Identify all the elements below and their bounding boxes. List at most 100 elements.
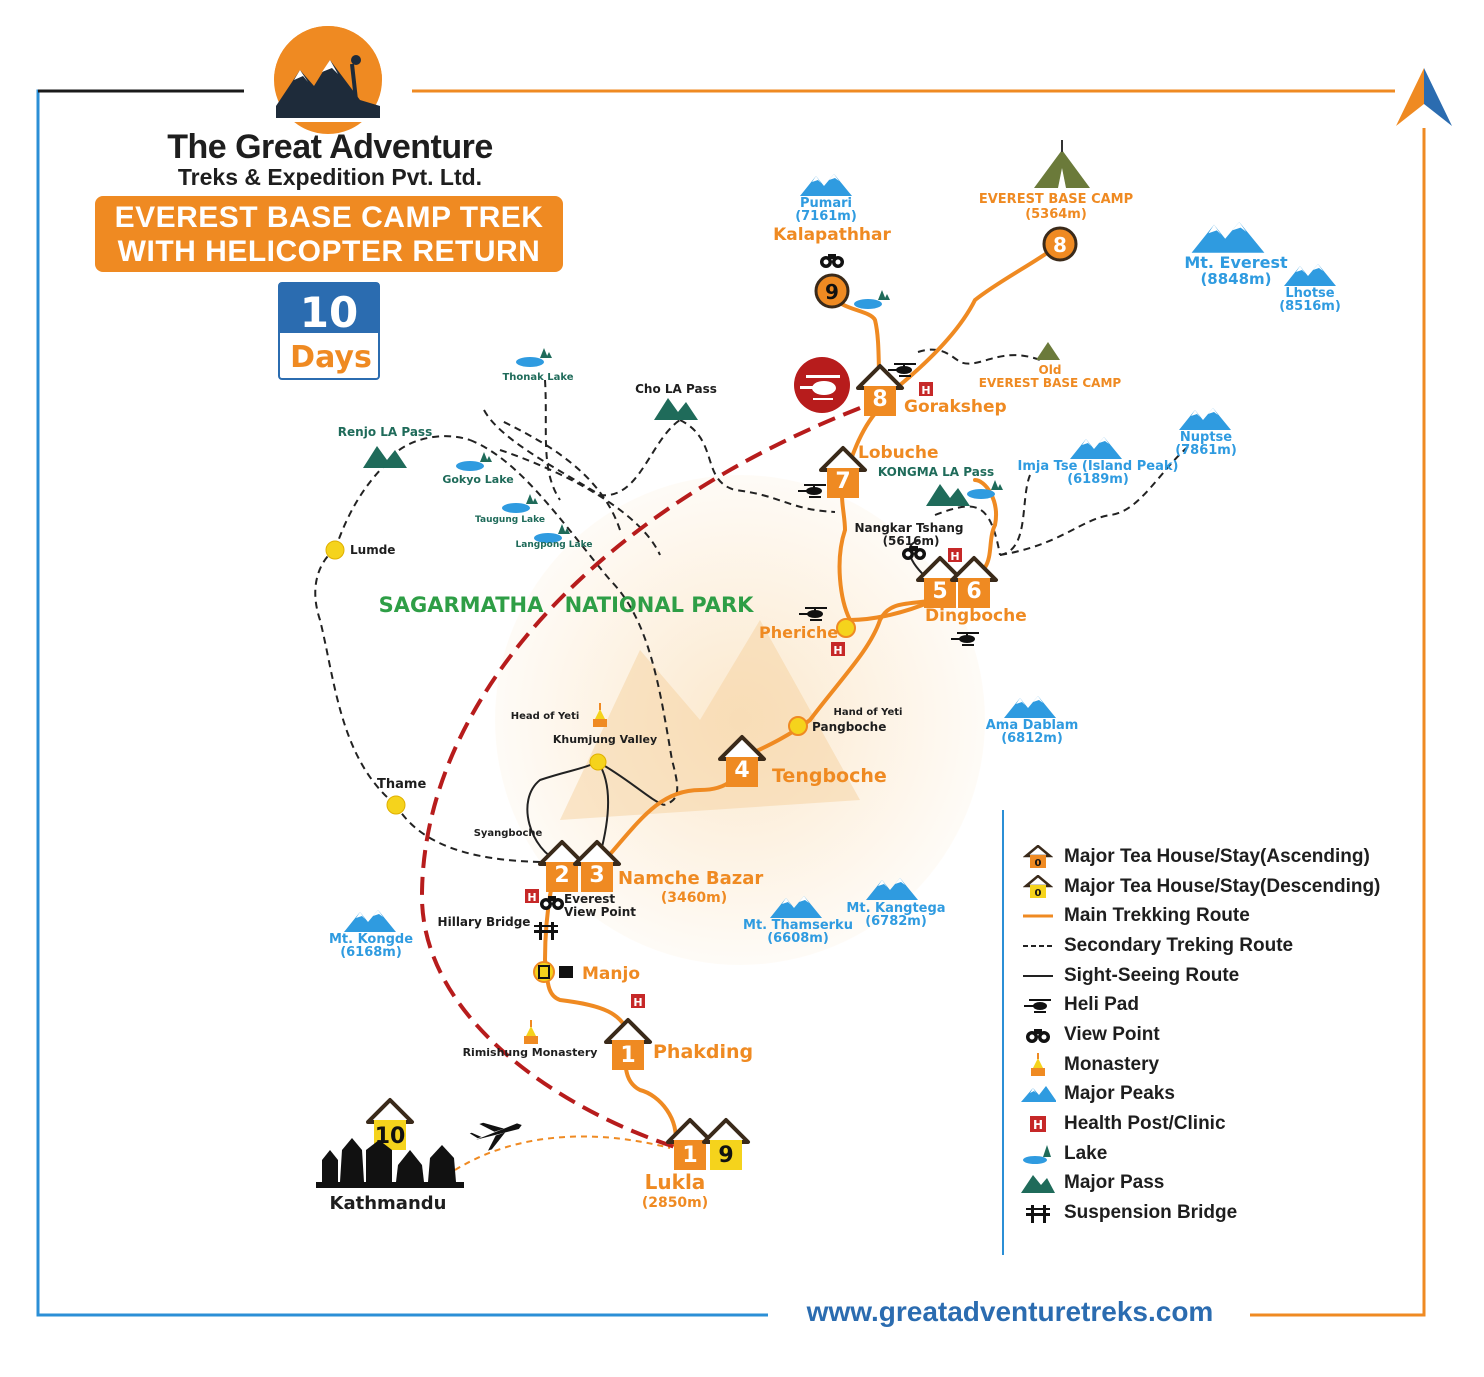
legend-item-sightseeing-route: Sight-Seeing Route (1020, 961, 1440, 991)
monastery-icon (1031, 1052, 1045, 1076)
phakding-label: Phakding (653, 1041, 753, 1063)
health-post-dingboche-icon (948, 548, 962, 563)
lobuche-num: 7 (835, 469, 850, 494)
namche-alt: (3460m) (661, 890, 727, 906)
legend-item-bridge: Suspension Bridge (1020, 1198, 1440, 1228)
tengboche-num: 4 (734, 758, 749, 783)
amadablam-alt: (6812m) (1001, 731, 1063, 746)
manjo-label: Manjo (582, 964, 640, 984)
dingboche-num-1: 5 (932, 579, 947, 604)
checkpoint-icon (559, 966, 573, 978)
peak-lhotse: Lhotse (8516m) (1279, 264, 1341, 314)
syangboche-label: Syangboche (474, 828, 543, 839)
lumde-label: Lumde (350, 543, 395, 557)
health-post-pheriche-icon (831, 642, 845, 657)
binoculars-icon (1026, 1028, 1050, 1043)
lukla-num-1: 1 (682, 1143, 697, 1168)
legend-item-lake: Lake (1020, 1139, 1440, 1169)
peak-kangtega: Mt. Kangtega (6782m) (846, 878, 946, 929)
pumari-name: Pumari (800, 196, 852, 211)
amadablam-name: Ama Dablam (986, 718, 1079, 733)
namche-label: Namche Bazar (618, 868, 763, 889)
helipad-icon (1024, 999, 1051, 1014)
days-badge: 10 Days (278, 282, 380, 380)
old-tent-icon (1036, 342, 1060, 360)
svg-text:H: H (1033, 1118, 1043, 1132)
legend-item-helipad: Heli Pad (1020, 990, 1440, 1020)
kathmandu-skyline-icon (316, 1138, 464, 1188)
legend-item-pass: Major Pass (1020, 1169, 1440, 1199)
legend-item-viewpoint: View Point (1020, 1020, 1440, 1050)
kathmandu-label: Kathmandu (330, 1193, 447, 1214)
gate-icon (538, 965, 550, 979)
head-of-yeti: Head of Yeti (511, 703, 607, 727)
kangtega-name: Mt. Kangtega (846, 901, 945, 916)
stop-tengboche: 4 Tengboche (718, 735, 887, 789)
gokyo-lake: Gokyo Lake (442, 452, 514, 486)
stop-pangboche: Pangboche (788, 716, 886, 736)
legend-item-secondary-route: Secondary Treking Route (1020, 931, 1440, 961)
everest-vp-line-1: Everest (564, 892, 615, 906)
phakding-num: 1 (620, 1043, 635, 1068)
legend-item-main-route: Main Trekking Route (1020, 901, 1440, 931)
pangboche-label: Pangboche (812, 720, 886, 734)
stop-kalapatthar: 9 Kalapathhar (773, 225, 891, 309)
kongma-label: KONGMA LA Pass (878, 465, 994, 479)
thamserku-alt: (6608m) (767, 931, 829, 946)
everest-name: Mt. Everest (1184, 253, 1288, 272)
peak-imja: Imja Tse (Island Peak) (6189m) (1018, 437, 1179, 487)
tent-icon (1034, 140, 1090, 188)
website-url[interactable]: www.greatadventuretreks.com (770, 1296, 1250, 1328)
imja-alt: (6189m) (1067, 472, 1129, 487)
renjo-la-pass: Renjo LA Pass (338, 425, 432, 468)
cho-la-label: Cho LA Pass (635, 382, 717, 396)
rimishung-monastery-icon (524, 1020, 538, 1044)
hillary-bridge: Hillary Bridge (438, 915, 558, 940)
namche-num-2: 3 (589, 863, 604, 888)
legend-item-descending: 0 Major Tea House/Stay(Descending) (1020, 872, 1440, 902)
svg-text:0: 0 (1035, 888, 1042, 899)
lukla-num-2: 9 (718, 1143, 733, 1168)
secondary-route-line (1023, 944, 1053, 947)
legend-item-health: H Health Post/Clinic (1020, 1109, 1440, 1139)
ebc-num: 8 (1053, 233, 1067, 257)
everest-alt: (8848m) (1200, 270, 1271, 288)
gorakshep-num: 8 (872, 387, 887, 412)
north-arrow-icon (1396, 68, 1452, 126)
park-name-part-2: NATIONAL PARK (565, 593, 755, 617)
lhotse-name: Lhotse (1285, 286, 1334, 301)
khumjung-label: Khumjung Valley (553, 733, 657, 746)
stop-kathmandu: 10 Kathmandu (316, 1098, 464, 1214)
everest-view-point: Everest View Point (540, 892, 636, 919)
ebc-name: EVEREST BASE CAMP (979, 192, 1133, 207)
stop-phakding: 1 Phakding (604, 1018, 753, 1072)
kangtega-alt: (6782m) (865, 914, 927, 929)
health-post-gorakshep-icon (919, 382, 933, 397)
khumjung-valley: Khumjung Valley (553, 733, 657, 771)
stop-dingboche: 5 6 Dingboche (916, 556, 1027, 626)
stop-lobuche: 7 Lobuche (819, 443, 939, 500)
lake-icon (1023, 1144, 1051, 1164)
trek-title-banner: EVEREST BASE CAMP TREK WITH HELICOPTER R… (95, 196, 563, 272)
gokyo-label: Gokyo Lake (442, 473, 513, 486)
legend-item-peaks: Major Peaks (1020, 1080, 1440, 1110)
banner-line-2: WITH HELICOPTER RETURN (117, 235, 541, 268)
tengboche-label: Tengboche (772, 765, 887, 787)
company-name: The Great Adventure (167, 128, 493, 166)
nangkar-tshang: Nangkar Tshang (5616m) (855, 521, 964, 560)
dingboche-label: Dingboche (925, 606, 1027, 626)
pass-icon (1021, 1175, 1055, 1194)
house-yellow-icon: 0 (1023, 874, 1053, 899)
health-post-namche-icon (525, 889, 539, 904)
thame-label: Thame (377, 777, 426, 792)
rimishung-monastery: Rimishung Monastery (463, 1020, 597, 1059)
nangkar-line-1: Nangkar Tshang (855, 521, 964, 535)
legend-item-monastery: Monastery (1020, 1050, 1440, 1080)
nuptse-alt: (7861m) (1175, 443, 1237, 458)
kala-viewpoint-icon (820, 254, 844, 268)
lobuche-label: Lobuche (858, 443, 939, 463)
sightseeing-route-line (1023, 974, 1053, 977)
langpong-lake: Langpong Lake (516, 524, 592, 550)
imja-name: Imja Tse (Island Peak) (1018, 459, 1179, 474)
